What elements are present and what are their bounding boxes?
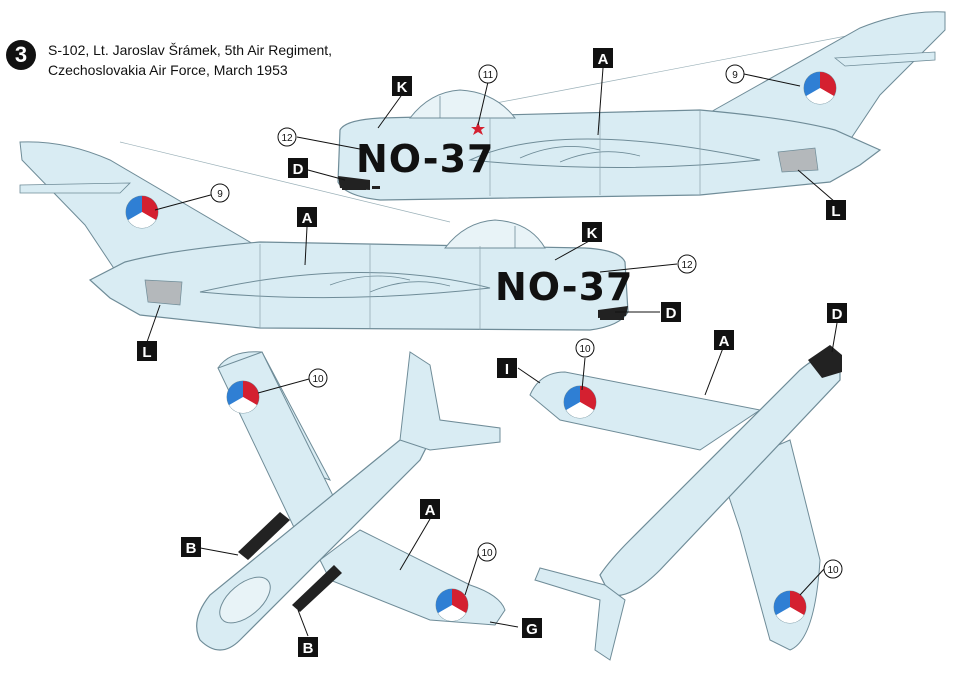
- svg-text:A: A: [719, 333, 730, 350]
- callout-10-top-right: 10: [477, 542, 497, 562]
- roundel-tail-top: [803, 71, 837, 105]
- svg-text:D: D: [293, 161, 304, 178]
- callout-a-side: A: [297, 207, 317, 227]
- callout-11: 11: [478, 64, 498, 84]
- header-line-2: Czechoslovakia Air Force, March 1953: [48, 62, 288, 78]
- roundel-top-wing-left: [226, 380, 260, 414]
- svg-text:12: 12: [281, 133, 293, 144]
- aircraft-code-top: NO-37: [356, 137, 494, 181]
- svg-text:K: K: [397, 79, 408, 96]
- number-callouts: 11 9 12 9 12 10: [210, 64, 843, 579]
- svg-text:D: D: [666, 305, 677, 322]
- callout-12-top: 12: [277, 127, 297, 147]
- header: 3 S-102, Lt. Jaroslav Šrámek, 5th Air Re…: [6, 40, 332, 80]
- svg-text:A: A: [302, 210, 313, 227]
- scheme-number-badge: 3: [6, 40, 36, 70]
- callout-k-top: K: [392, 76, 412, 96]
- callout-d-plan-bottom: D: [827, 303, 847, 323]
- svg-text:10: 10: [579, 344, 591, 355]
- callout-l-top: L: [826, 200, 846, 220]
- side-view-right: NO-37: [19, 141, 633, 331]
- callout-9-side: 9: [210, 183, 230, 203]
- callout-d-top: D: [288, 158, 308, 178]
- header-line-1: S-102, Lt. Jaroslav Šrámek, 5th Air Regi…: [48, 42, 333, 58]
- svg-text:A: A: [598, 51, 609, 68]
- callout-a-plan-top: A: [420, 499, 440, 519]
- roundel-tail-side: [125, 195, 159, 229]
- callout-9-top: 9: [725, 64, 745, 84]
- callout-10-top-left: 10: [308, 368, 328, 388]
- svg-text:10: 10: [312, 374, 324, 385]
- letter-callouts: K A D L A K D: [137, 48, 847, 657]
- leader-lines: [146, 67, 838, 637]
- roundel-top-wing-right: [435, 588, 469, 622]
- bottom-plan-view: [529, 345, 842, 661]
- callout-k-side: K: [582, 222, 602, 242]
- callout-l-side: L: [137, 341, 157, 361]
- aircraft-code-side: NO-37: [495, 265, 633, 309]
- side-view-left: NO-37: [337, 11, 946, 201]
- svg-text:10: 10: [827, 565, 839, 576]
- roundel-bottom-wing-left: [563, 385, 597, 419]
- callout-d-side: D: [661, 302, 681, 322]
- svg-text:D: D: [832, 306, 843, 323]
- svg-text:11: 11: [483, 70, 494, 81]
- callout-a-plan-bottom: A: [714, 330, 734, 350]
- callout-10-bottom-left: 10: [575, 338, 595, 358]
- header-caption: S-102, Lt. Jaroslav Šrámek, 5th Air Regi…: [48, 40, 332, 80]
- svg-text:10: 10: [481, 548, 493, 559]
- svg-text:B: B: [186, 540, 197, 557]
- svg-text:9: 9: [217, 189, 223, 200]
- callout-12-side: 12: [677, 254, 697, 274]
- callout-a-top: A: [593, 48, 613, 68]
- callout-10-bottom-right: 10: [823, 559, 843, 579]
- svg-text:L: L: [831, 203, 840, 220]
- roundel-bottom-wing-right: [773, 590, 807, 624]
- svg-text:12: 12: [681, 260, 693, 271]
- callout-g: G: [522, 618, 542, 638]
- svg-text:L: L: [142, 344, 151, 361]
- svg-text:A: A: [425, 502, 436, 519]
- callout-b-lower: B: [298, 637, 318, 657]
- svg-text:I: I: [505, 361, 509, 378]
- svg-text:B: B: [303, 640, 314, 657]
- svg-text:9: 9: [732, 70, 738, 81]
- top-plan-view: [196, 351, 506, 651]
- callout-i: I: [497, 358, 517, 378]
- svg-text:G: G: [526, 621, 538, 638]
- callout-b-upper: B: [181, 537, 201, 557]
- svg-text:K: K: [587, 225, 598, 242]
